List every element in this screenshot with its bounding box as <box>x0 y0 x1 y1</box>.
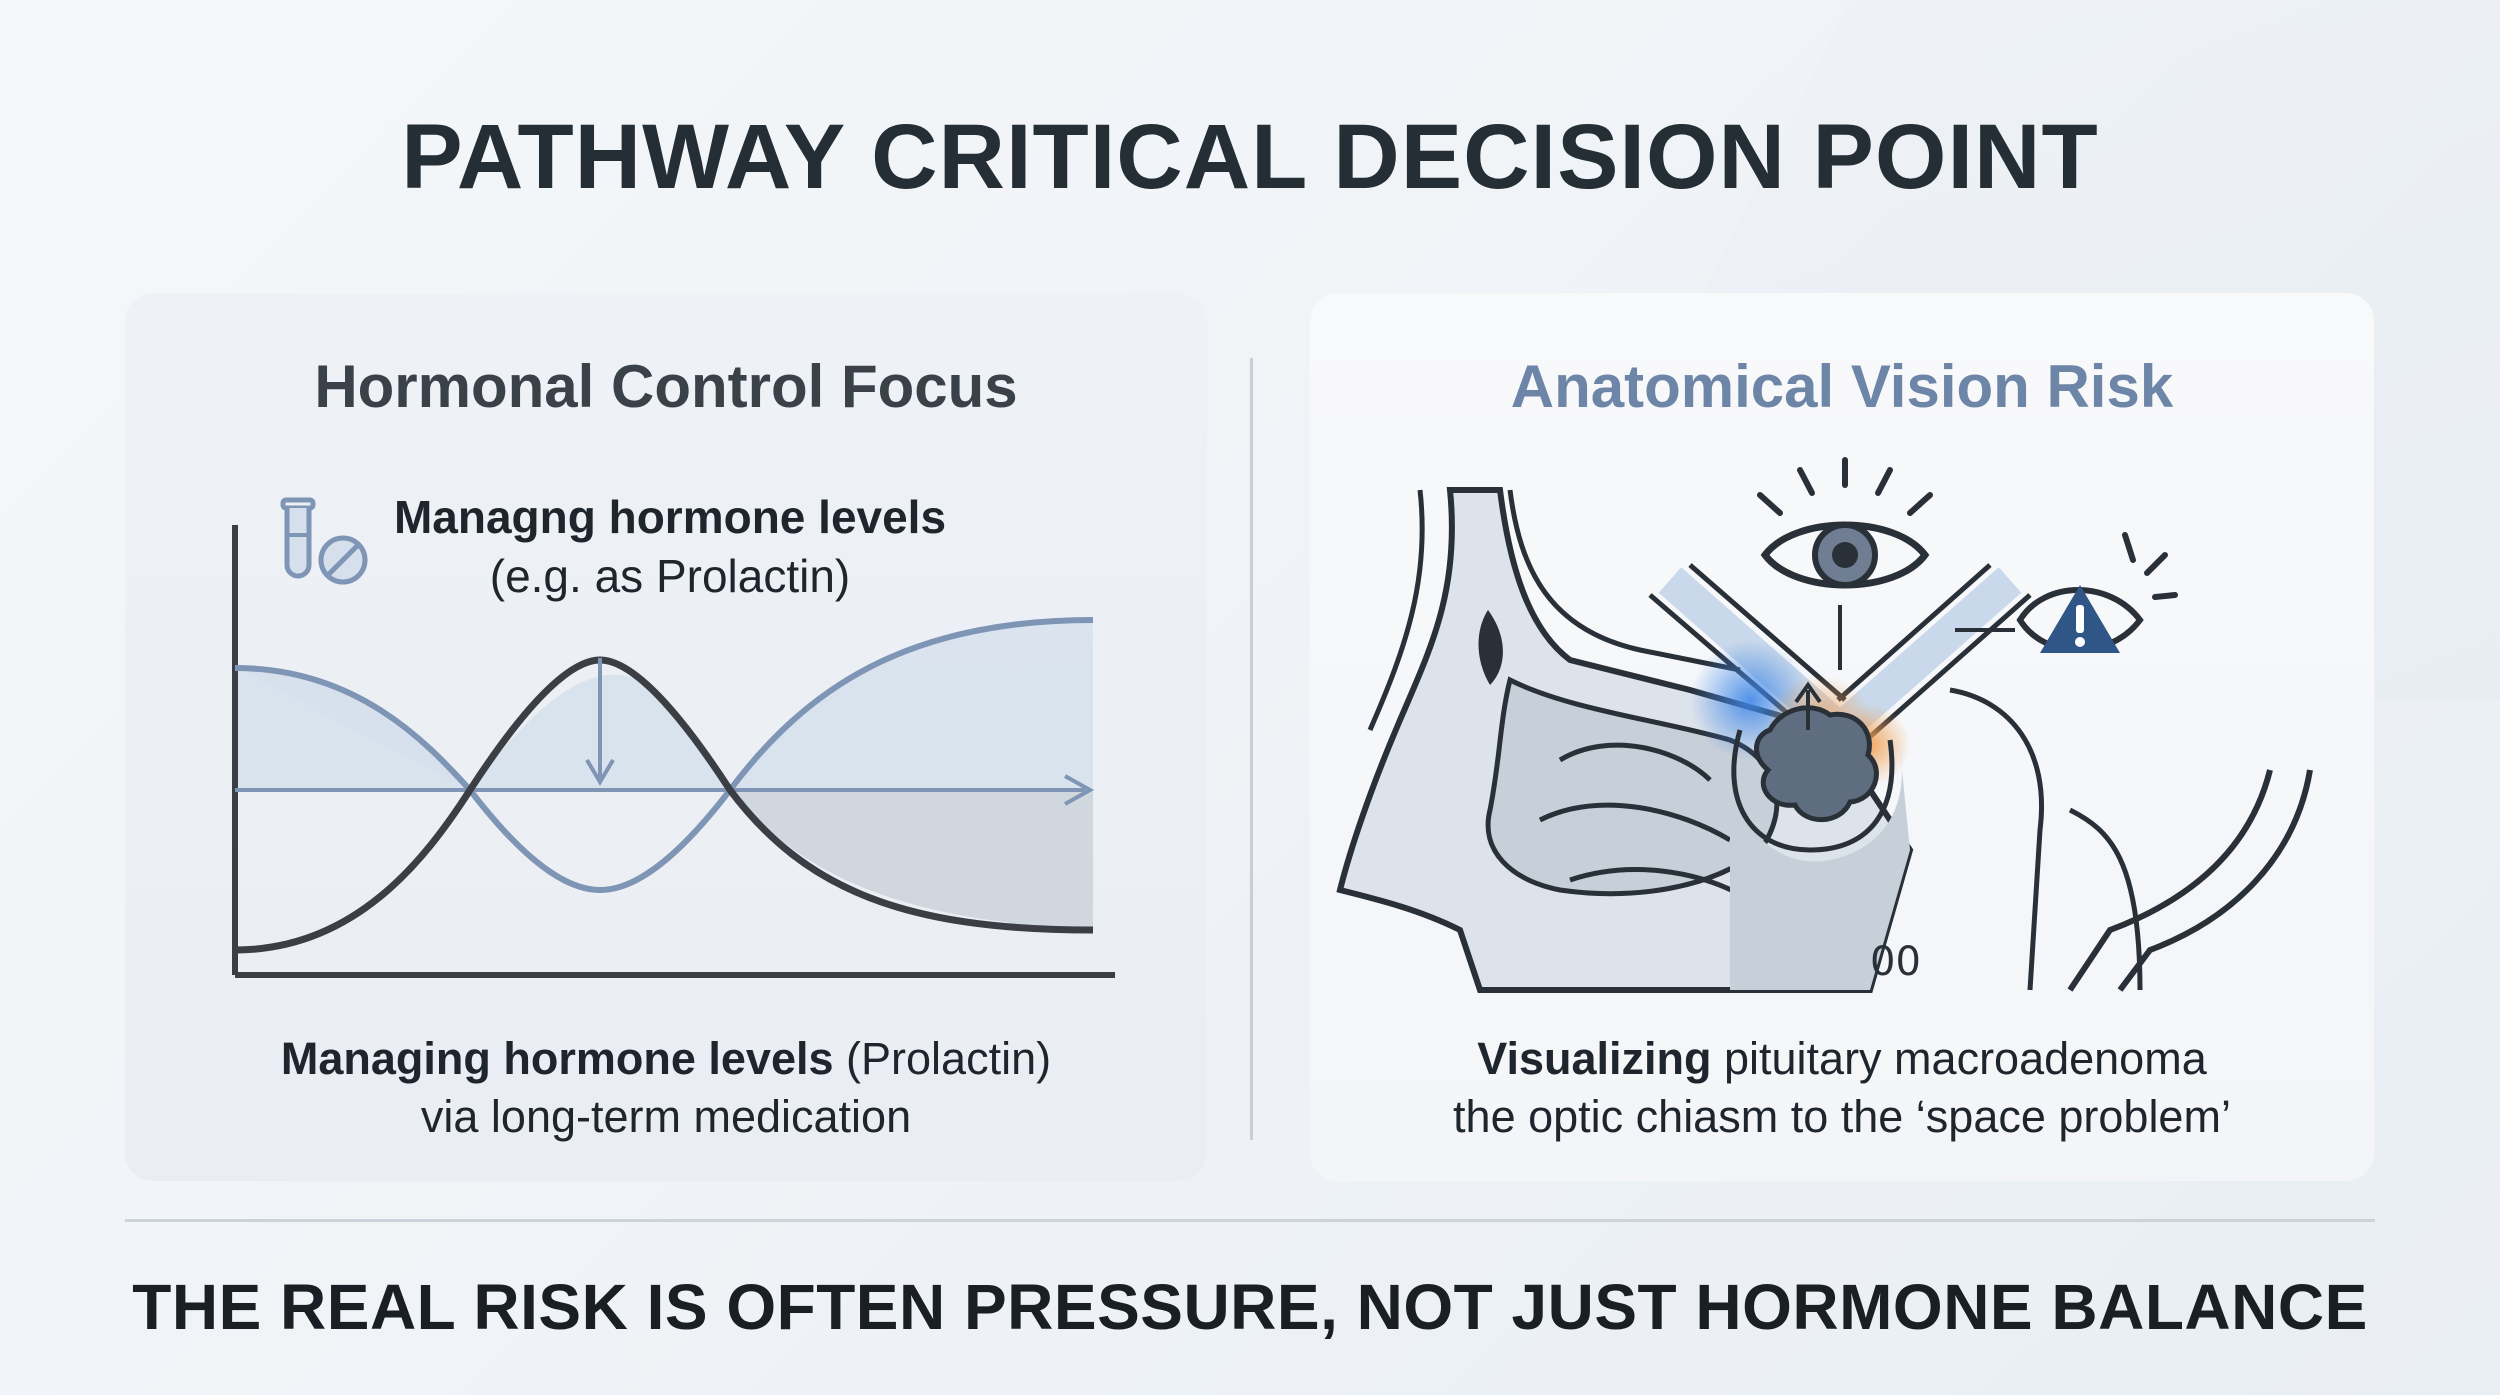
sella-turcica <box>1730 750 1910 990</box>
graph-label-title: Managng hormone levels <box>393 491 947 543</box>
test-tube-pill-icon <box>280 497 368 585</box>
nasal-turbinate-2 <box>1538 802 1732 843</box>
dark-hormone-curve <box>234 656 1094 954</box>
horizontal-divider <box>125 1219 2375 1222</box>
lower-shaded-area <box>235 668 470 790</box>
vertical-divider <box>1250 358 1253 1140</box>
footer-statement: THE REAL RISK IS OFTEN PRESSURE, NOT JUS… <box>132 1271 2368 1343</box>
nasal-turbinate-1 <box>1558 742 1712 782</box>
graph-label-subtitle: (e.g. as Prolactin) <box>489 550 851 602</box>
right-caption-bold: Visualizing <box>1477 1033 1712 1084</box>
left-caption: Managing hormone levels (Prolactin) via … <box>125 1030 1207 1146</box>
left-caption-line2: via long-term medication <box>420 1091 912 1142</box>
right-caption-line2: the optic chiasm to the ‘space problem’ <box>1453 1091 2231 1142</box>
bone-edge-left <box>1367 489 1425 732</box>
hormone-curve-graph <box>232 525 1115 978</box>
blue-hormone-curve <box>234 617 1094 894</box>
sella-outline <box>1731 729 1895 853</box>
left-caption-bold: Managing hormone levels <box>280 1033 834 1084</box>
page-title: PATHWAY CRITICAL DECISION POINT <box>401 106 2099 208</box>
brainstem <box>1949 687 2143 991</box>
anatomy-illustration: 00 <box>1336 487 2313 993</box>
grey-shaded-area <box>730 790 1093 930</box>
left-panel-heading: Hormonal Control Focus <box>314 353 1018 420</box>
pituitary-tumor <box>1754 705 1879 823</box>
pressure-arrowhead <box>1794 681 1822 704</box>
right-caption: Visualizing pituitary macroadenoma the o… <box>1310 1030 2374 1146</box>
peak-down-arrowhead <box>585 758 615 786</box>
warning-eye-icon <box>2016 532 2178 653</box>
vertebra-marks: 00 <box>1870 939 1921 985</box>
cervical-curve <box>2067 769 2273 992</box>
right-caption-rest: pituitary macroadenoma <box>1711 1033 2207 1084</box>
baseline-arrowhead <box>1064 774 1095 806</box>
frontal-sinus <box>1478 610 1503 685</box>
bone-edge-right <box>1507 489 1741 673</box>
cervical-curve-inner <box>2117 769 2313 992</box>
left-caption-rest: (Prolactin) <box>833 1033 1052 1084</box>
eye-icon <box>1757 457 1933 589</box>
right-panel-heading: Anatomical Vision Risk <box>1510 353 2174 420</box>
